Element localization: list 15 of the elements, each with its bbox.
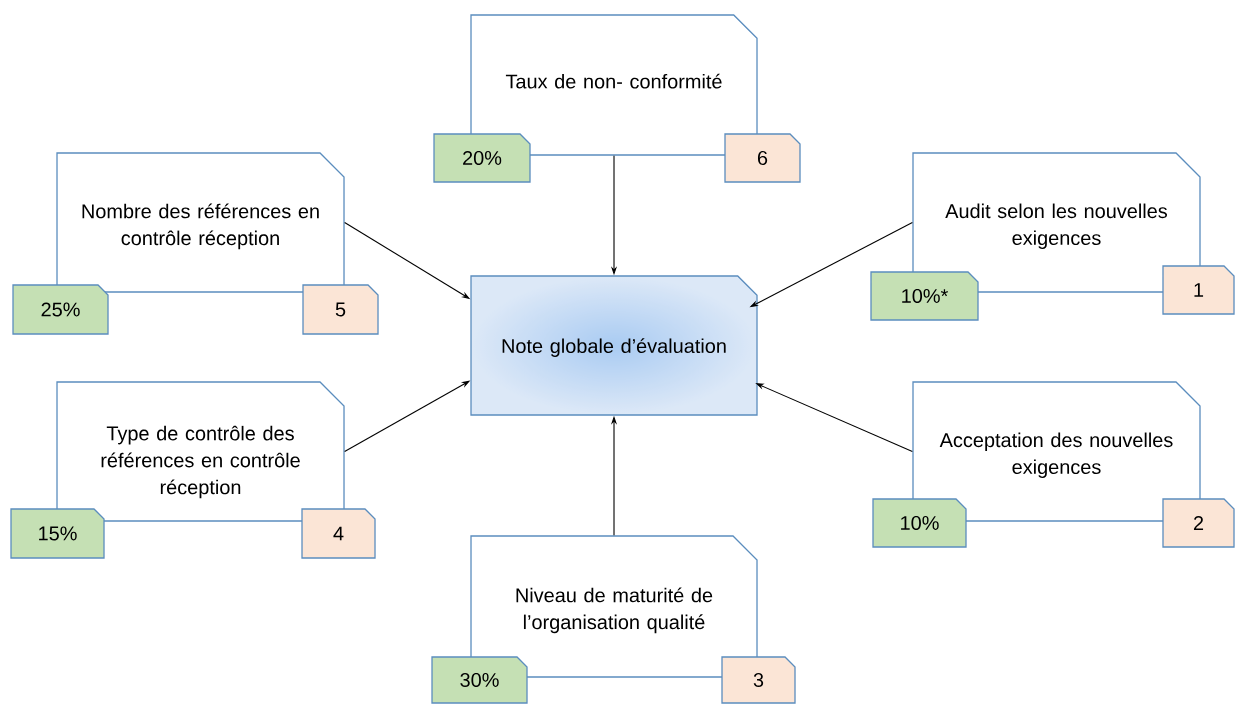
number-tag: 2 [1162, 498, 1235, 548]
number-tag: 1 [1162, 265, 1235, 315]
number-tag: 5 [302, 284, 379, 335]
note-box: Nombre des références en contrôle réception [56, 152, 345, 293]
result-box: Note globale d’évaluation [470, 275, 758, 416]
number-tag: 3 [721, 656, 796, 704]
percent-tag: 10%* [870, 271, 979, 321]
percent-tag: 25% [12, 284, 109, 335]
note-box: Type de contrôle des références en contrôle réception [56, 381, 345, 522]
number-tag: 6 [724, 133, 801, 183]
percent-tag: 15% [10, 508, 105, 559]
percent-tag: 20% [433, 133, 531, 183]
percent-tag: 30% [431, 656, 528, 704]
number-tag: 4 [301, 508, 376, 559]
percent-tag: 10% [872, 498, 967, 548]
